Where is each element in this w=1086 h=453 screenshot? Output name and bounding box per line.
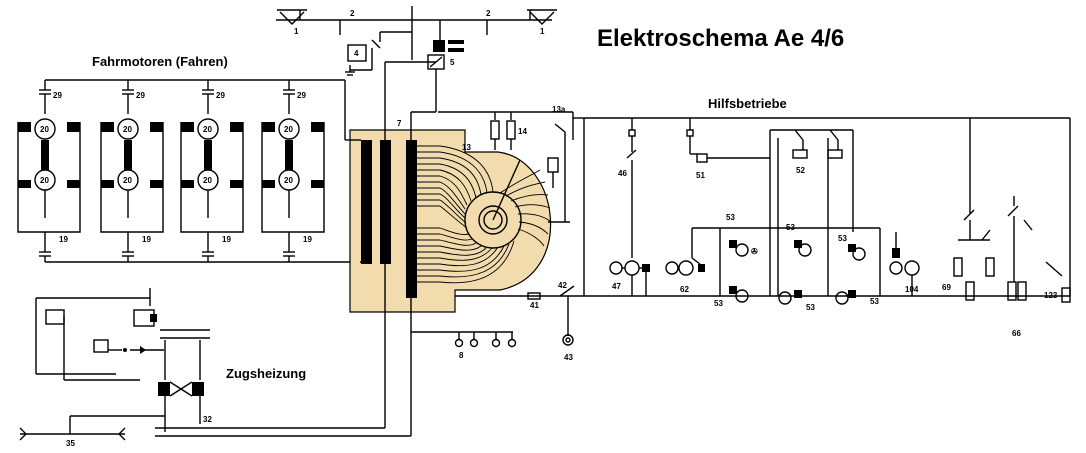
pantograph-right-label: 1 (540, 27, 545, 36)
compressor-62-icon (665, 257, 705, 276)
capacitor-1-label: 29 (53, 91, 62, 100)
capacitor-4-label: 29 (297, 91, 306, 100)
fan-blade-icon: ✇ (751, 247, 758, 256)
motor-group (17, 80, 81, 262)
motor-3a-label: 20 (203, 125, 212, 134)
resistor-14-label: 14 (518, 127, 527, 136)
tap-changer-label: 13 (462, 143, 471, 152)
pump-47-label: 47 (612, 282, 621, 291)
motor-4b-label: 20 (284, 176, 293, 185)
meter-icons (454, 332, 517, 348)
roof-line-left-label: 2 (350, 9, 355, 18)
pantograph-right-icon (527, 9, 557, 25)
auxiliary-bus (583, 117, 1071, 296)
fan-53-label-mid: 53 (786, 223, 795, 232)
relay-52-group (769, 129, 854, 296)
transformer-winding-3 (406, 140, 417, 298)
motor-3b-label: 20 (203, 176, 212, 185)
fan-53-label-right: 53 (838, 234, 847, 243)
relay-13a-circuit (438, 111, 584, 223)
motor-1a-label: 20 (40, 125, 49, 134)
switch-46-label: 46 (618, 169, 627, 178)
transformer-label: 7 (397, 119, 402, 128)
relay-51-label: 51 (696, 171, 705, 180)
motor-group (180, 80, 244, 262)
lightning-arrester (345, 31, 412, 76)
lamp-43-label: 43 (564, 353, 573, 362)
compressor-62-label: 62 (680, 285, 689, 294)
resistor-69-group (953, 118, 995, 301)
motor-104-label: 104 (905, 285, 919, 294)
auxiliary-section-label: Hilfsbetriebe (708, 96, 787, 111)
fuse-41-label: 41 (530, 301, 539, 310)
fan-motors: ✇ (691, 227, 881, 305)
charger-66-label: 66 (1012, 329, 1021, 338)
transformer-winding-1 (361, 140, 372, 264)
relay-13a-label: 13a (552, 105, 566, 114)
switch-4-label: 19 (303, 235, 312, 244)
fan-53-label-br: 53 (870, 297, 879, 306)
fan-53-label-bm: 53 (806, 303, 815, 312)
heating-35-label: 35 (66, 439, 75, 448)
auxiliary-feed (410, 285, 1070, 346)
motor-4a-label: 20 (284, 125, 293, 134)
motor-2b-label: 20 (123, 176, 132, 185)
capacitor-2-label: 29 (136, 91, 145, 100)
switch-3-label: 19 (222, 235, 231, 244)
motor-2a-label: 20 (123, 125, 132, 134)
train-heating-circuit (19, 264, 412, 441)
motor-group (100, 80, 164, 262)
motor-group (261, 80, 325, 262)
lightning-arrester-label: 4 (354, 49, 359, 58)
switch-2-label: 19 (142, 235, 151, 244)
switch-1-label: 19 (59, 235, 68, 244)
resistor-69-label: 69 (942, 283, 951, 292)
main-switch (384, 20, 464, 118)
tap-changer (417, 145, 551, 284)
roof-line (276, 6, 552, 60)
transformer-winding-2 (380, 140, 391, 264)
heater-123 (1045, 261, 1071, 303)
line-42-label: 42 (558, 281, 567, 290)
capacitor-3-label: 29 (216, 91, 225, 100)
motor-1b-label: 20 (40, 176, 49, 185)
relay-51 (686, 118, 770, 163)
fan-53-label-top: 53 (726, 213, 735, 222)
switch-46 (626, 118, 637, 258)
pump-47-icon (609, 260, 650, 296)
main-switch-label: 5 (450, 58, 455, 67)
pantograph-left-icon (277, 9, 307, 25)
diagram-title: Elektroschema Ae 4/6 (597, 25, 844, 52)
traction-section-label: Fahrmotoren (Fahren) (92, 54, 228, 69)
charger-66-group (1007, 196, 1033, 301)
pantograph-left-label: 1 (294, 27, 299, 36)
meters-label: 8 (459, 351, 464, 360)
heating-32-label: 32 (203, 415, 212, 424)
traction-bus (45, 79, 360, 263)
motor-104-icon (889, 232, 920, 296)
heating-section-label: Zugsheizung (226, 366, 306, 381)
relay-52-label: 52 (796, 166, 805, 175)
roof-line-right-label: 2 (486, 9, 491, 18)
fan-53-label-bl: 53 (714, 299, 723, 308)
heater-123-label: 123 (1044, 291, 1058, 300)
